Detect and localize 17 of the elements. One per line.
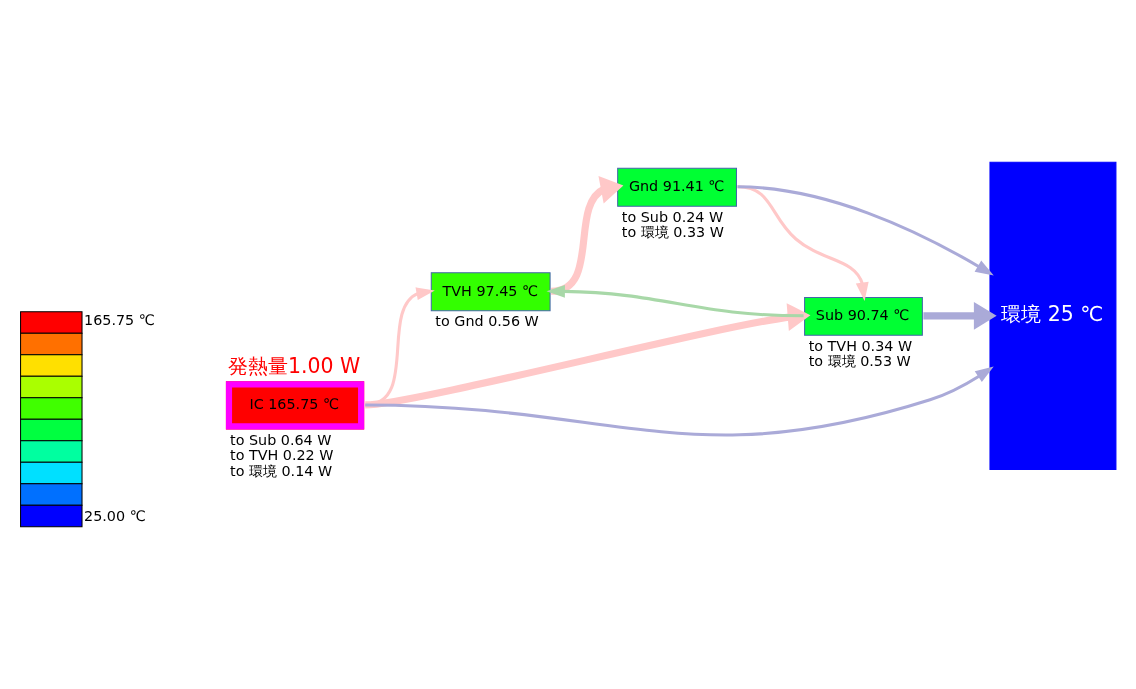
- node-label: to Gnd 0.56 W: [435, 313, 539, 330]
- arrow: [365, 366, 994, 437]
- arrow: [550, 176, 624, 295]
- node-label: to Sub 0.24 W: [621, 208, 724, 225]
- node-label: 25.00 ℃: [84, 507, 146, 524]
- node-label: to 環境 0.33 W: [621, 224, 724, 241]
- node-label: to TVH 0.22 W: [230, 447, 334, 464]
- node-label: to Sub 0.64 W: [230, 432, 332, 449]
- node-label: to 環境 0.53 W: [808, 353, 911, 370]
- arrow: [923, 301, 997, 330]
- arrow: [546, 284, 804, 318]
- arrow: [364, 303, 811, 409]
- arrow: [737, 185, 994, 276]
- node-label: to 環境 0.14 W: [230, 462, 333, 479]
- node-label: 165.75 ℃: [84, 312, 155, 329]
- node-label: to TVH 0.34 W: [808, 337, 913, 354]
- node-label: 発熱量1.00 W: [227, 354, 361, 379]
